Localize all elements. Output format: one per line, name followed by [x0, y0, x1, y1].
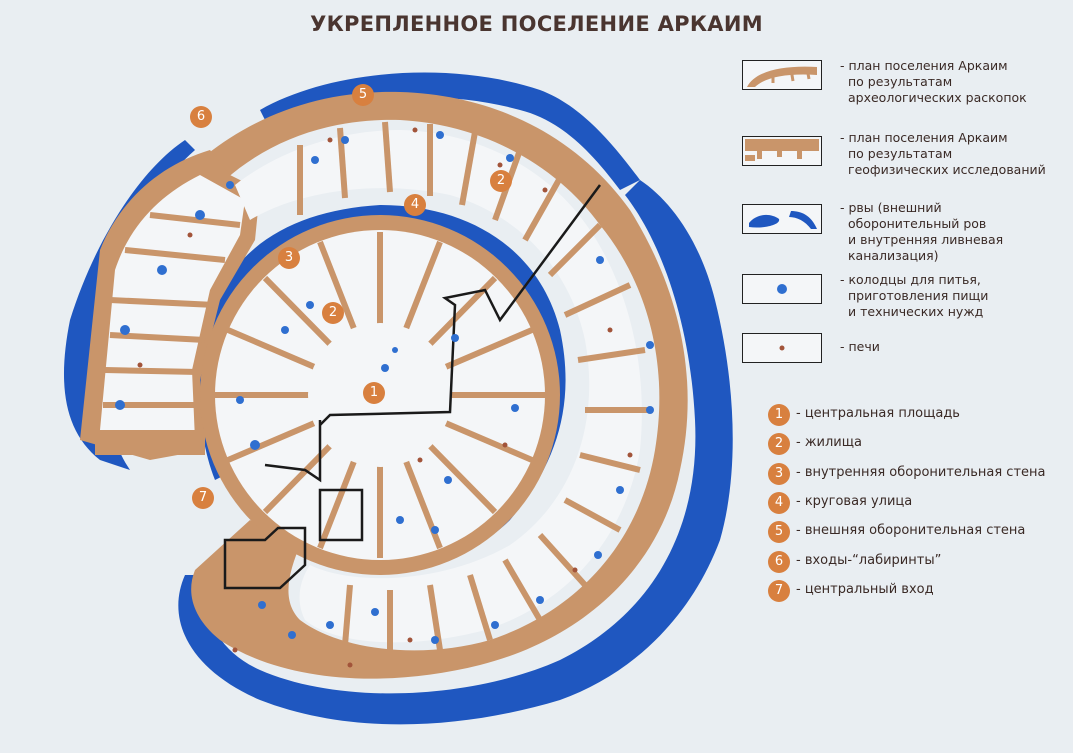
legend-line: и технических нужд	[848, 304, 984, 319]
key-number: 4	[768, 492, 790, 514]
key-label: - внутренняя оборонительная стена	[796, 465, 1046, 480]
marker-inner-wall: 3	[278, 247, 300, 269]
legend-line: - рвы (внешний	[840, 200, 942, 215]
marker-dwelling-inner: 2	[322, 302, 344, 324]
key-number: 5	[768, 521, 790, 543]
oven-icon	[742, 333, 822, 363]
legend-line: и внутренняя ливневая	[848, 232, 1004, 247]
legend-line: - план поселения Аркаим	[840, 130, 1008, 145]
marker-central-entrance: 7	[192, 487, 214, 509]
key-label: - внешняя оборонительная стена	[796, 523, 1026, 538]
outer-house-walls	[297, 121, 648, 651]
excavation-outline	[319, 184, 602, 426]
legend-line: археологических раскопок	[848, 90, 1027, 105]
wells	[115, 131, 654, 644]
key-number: 7	[768, 580, 790, 602]
key-label: - круговая улица	[796, 494, 913, 509]
ovens	[137, 127, 633, 668]
legend-line: геофизических исследований	[848, 162, 1046, 177]
settlement-plan	[63, 72, 733, 725]
legend-line: - колодцы для питья,	[840, 272, 981, 287]
marker-maze-entrance: 6	[190, 106, 212, 128]
key-number: 3	[768, 463, 790, 485]
legend-line: по результатам	[848, 146, 953, 161]
marker-central-square: 1	[363, 382, 385, 404]
key-label: - жилища	[796, 435, 862, 450]
legend-line: канализация)	[848, 248, 939, 263]
geophysics-plan-icon	[742, 136, 822, 166]
outer-moat-south	[178, 180, 733, 725]
legend-line: - план поселения Аркаим	[840, 58, 1008, 73]
legend-line: по результатам	[848, 74, 953, 89]
excavation-plan-icon	[742, 60, 822, 90]
marker-outer-wall: 5	[352, 84, 374, 106]
moat-icon	[742, 204, 822, 234]
well-icon	[742, 274, 822, 304]
legend-line: приготовления пищи	[848, 288, 989, 303]
legend-line: - печи	[840, 339, 880, 354]
map-title: УКРЕПЛЕННОЕ ПОСЕЛЕНИЕ АРКАИМ	[310, 12, 763, 36]
marker-ring-street: 4	[404, 194, 426, 216]
legend-line: оборонительный ров	[848, 216, 987, 231]
key-label: - центральный вход	[796, 582, 934, 597]
key-number: 2	[768, 433, 790, 455]
key-number: 6	[768, 551, 790, 573]
key-label: - центральная площадь	[796, 406, 960, 421]
outer-houses-area	[235, 130, 642, 643]
key-number: 1	[768, 404, 790, 426]
outer-wall-ring	[191, 91, 688, 679]
key-label: - входы-“лабиринты”	[796, 553, 942, 568]
marker-dwelling-outer: 2	[490, 170, 512, 192]
